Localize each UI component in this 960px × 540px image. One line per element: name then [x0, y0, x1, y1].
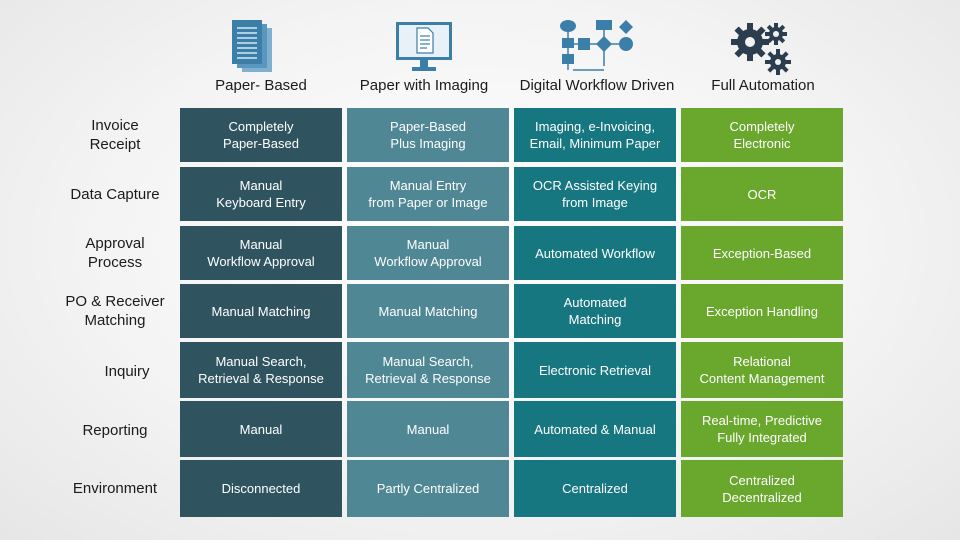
table-cell: Real-time, Predictive Fully Integrated [681, 401, 843, 457]
table-cell: Partly Centralized [347, 460, 509, 517]
table-cell: Exception Handling [681, 284, 843, 338]
table-cell: Manual Entry from Paper or Image [347, 167, 509, 221]
table-cell: Centralized Decentralized [681, 460, 843, 517]
documents-icon [232, 20, 272, 72]
table-cell: Electronic Retrieval [514, 342, 676, 398]
table-cell: Automated Matching [514, 284, 676, 338]
row-label-invoice-receipt: Invoice Receipt [89, 117, 141, 153]
row-label-inquiry: Inquiry [104, 362, 150, 380]
table-cell: Exception-Based [681, 226, 843, 280]
monitor-document-icon [396, 22, 452, 71]
table-cell: Disconnected [180, 460, 342, 517]
table-cell: Imaging, e-Invoicing, Email, Minimum Pap… [514, 108, 676, 162]
table-cell: Manual Keyboard Entry [180, 167, 342, 221]
table-cell: OCR Assisted Keying from Image [514, 167, 676, 221]
table-cell: Manual [180, 401, 342, 457]
table-cell: Relational Content Management [681, 342, 843, 398]
table-cell: Manual Search, Retrieval & Response [180, 342, 342, 398]
row-label-environment: Environment [72, 479, 158, 497]
table-cell: Centralized [514, 460, 676, 517]
table-cell: Automated & Manual [514, 401, 676, 457]
table-cell: Manual Search, Retrieval & Response [347, 342, 509, 398]
table-cell: Manual [347, 401, 509, 457]
table-cell: Manual Workflow Approval [180, 226, 342, 280]
flowchart-icon [560, 20, 633, 71]
column-header-paper-based: Paper- Based [215, 77, 307, 94]
column-header-digital-workflow: Digital Workflow Driven [519, 77, 675, 94]
row-label-data-capture: Data Capture [70, 185, 160, 203]
gears-icon [731, 23, 791, 75]
row-label-po-receiver-matching: PO & Receiver Matching [65, 293, 165, 329]
table-cell: Manual Matching [180, 284, 342, 338]
table-cell: Paper-Based Plus Imaging [347, 108, 509, 162]
row-label-reporting: Reporting [82, 421, 148, 439]
table-cell: Manual Workflow Approval [347, 226, 509, 280]
table-cell: Manual Matching [347, 284, 509, 338]
table-cell: Completely Paper-Based [180, 108, 342, 162]
column-header-paper-with-imaging: Paper with Imaging [359, 77, 489, 94]
table-cell: Completely Electronic [681, 108, 843, 162]
table-cell: OCR [681, 167, 843, 221]
row-label-approval-process: Approval Process [85, 235, 145, 271]
column-header-full-automation: Full Automation [711, 77, 815, 94]
table-cell: Automated Workflow [514, 226, 676, 280]
